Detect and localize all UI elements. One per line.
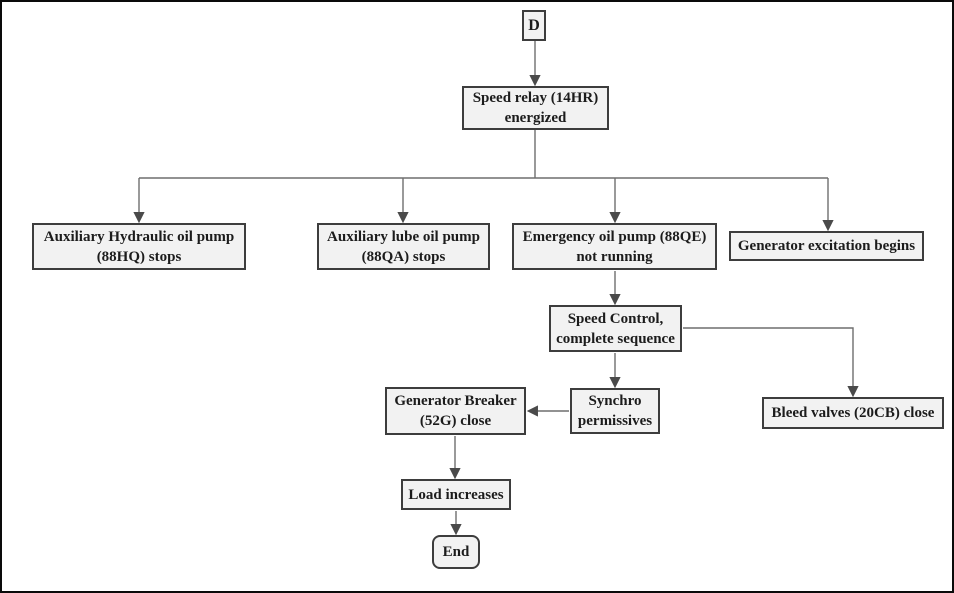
node-generator-breaker: Generator Breaker (52G) close xyxy=(385,387,526,435)
node-speed-relay: Speed relay (14HR) energized xyxy=(462,86,609,130)
node-speed-control: Speed Control, complete sequence xyxy=(549,305,682,352)
edge-speed-relay-bus xyxy=(139,130,828,179)
node-bleed-valves: Bleed valves (20CB) close xyxy=(762,397,944,429)
node-emergency-oil-pump: Emergency oil pump (88QE) not running xyxy=(512,223,717,270)
node-start-terminal: D xyxy=(522,10,546,41)
node-aux-hydraulic-pump: Auxiliary Hydraulic oil pump (88HQ) stop… xyxy=(32,223,246,270)
node-load-increases: Load increases xyxy=(401,479,511,510)
node-generator-excitation: Generator excitation begins xyxy=(729,231,924,261)
edge-speed-control-bleed-valves xyxy=(683,327,859,398)
node-synchro-permissives: Synchro permissives xyxy=(570,388,660,434)
node-end-terminal: End xyxy=(432,535,480,569)
node-aux-lube-pump: Auxiliary lube oil pump (88QA) stops xyxy=(317,223,490,270)
